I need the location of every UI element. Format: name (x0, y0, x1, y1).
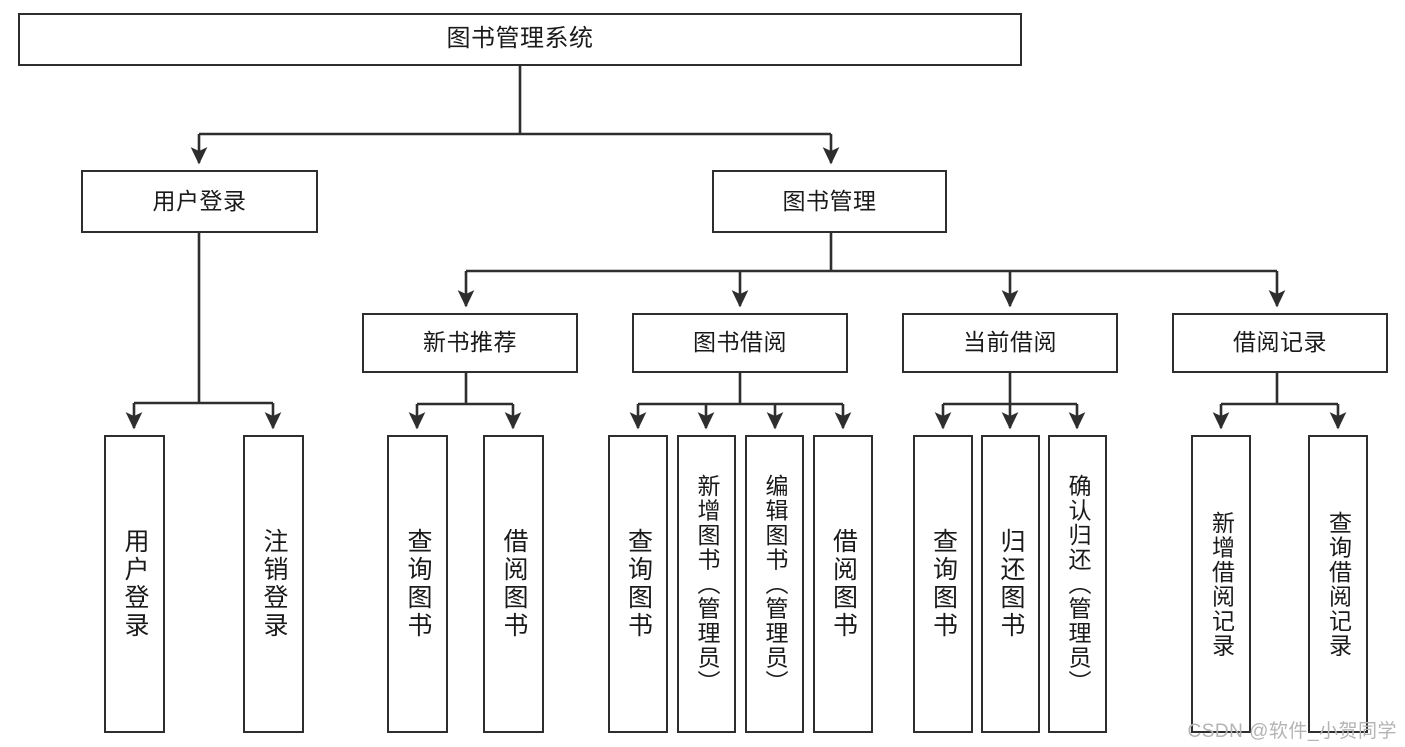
leaf-recommend-query-book[interactable]: 查询图书 (387, 435, 448, 733)
leaf-user-login-logout[interactable]: 注销登录 (243, 435, 304, 733)
node-book-management[interactable]: 图书管理 (712, 170, 947, 233)
node-new-book-recommend[interactable]: 新书推荐 (362, 313, 578, 373)
node-current-borrow[interactable]: 当前借阅 (902, 313, 1118, 373)
leaf-record-query-record[interactable]: 查询借阅记录 (1308, 435, 1368, 733)
node-label: 确认归还（管理员） (1065, 473, 1091, 695)
node-label: 新书推荐 (423, 329, 517, 356)
node-label: 注销登录 (260, 528, 288, 640)
leaf-borrow-edit-book-admin[interactable]: 编辑图书（管理员） (745, 435, 804, 733)
node-user-login[interactable]: 用户登录 (81, 170, 318, 233)
leaf-record-add-record[interactable]: 新增借阅记录 (1191, 435, 1251, 733)
node-label: 查询图书 (624, 528, 653, 640)
node-label: 用户登录 (152, 187, 247, 214)
node-label: 图书借阅 (693, 329, 787, 356)
node-label: 新增借阅记录 (1208, 510, 1235, 658)
leaf-borrow-add-book-admin[interactable]: 新增图书（管理员） (677, 435, 736, 733)
node-label: 图书管理系统 (446, 25, 594, 53)
node-label: 当前借阅 (963, 329, 1057, 356)
leaf-user-login-login[interactable]: 用户登录 (104, 435, 165, 733)
leaf-current-query-book[interactable]: 查询图书 (913, 435, 973, 733)
leaf-borrow-query-book[interactable]: 查询图书 (608, 435, 668, 733)
node-book-borrow[interactable]: 图书借阅 (632, 313, 848, 373)
node-label: 用户登录 (121, 528, 149, 640)
node-label: 借阅记录 (1233, 329, 1327, 356)
node-label: 借阅图书 (829, 528, 858, 640)
node-borrow-record[interactable]: 借阅记录 (1172, 313, 1388, 373)
leaf-current-confirm-return-admin[interactable]: 确认归还（管理员） (1048, 435, 1107, 733)
leaf-recommend-borrow-book[interactable]: 借阅图书 (483, 435, 544, 733)
node-label: 编辑图书（管理员） (762, 473, 788, 695)
node-label: 查询图书 (929, 528, 958, 640)
node-label: 查询图书 (404, 528, 432, 640)
node-label: 图书管理 (782, 187, 877, 214)
leaf-current-return-book[interactable]: 归还图书 (981, 435, 1040, 733)
node-root-system[interactable]: 图书管理系统 (18, 13, 1022, 66)
csdn-watermark: CSDN @软件_小贺同学 (1187, 721, 1397, 742)
node-label: 归还图书 (997, 528, 1025, 640)
node-label: 借阅图书 (500, 528, 528, 640)
leaf-borrow-borrow-book[interactable]: 借阅图书 (813, 435, 873, 733)
node-label: 新增图书（管理员） (694, 473, 720, 695)
node-label: 查询借阅记录 (1325, 510, 1352, 658)
